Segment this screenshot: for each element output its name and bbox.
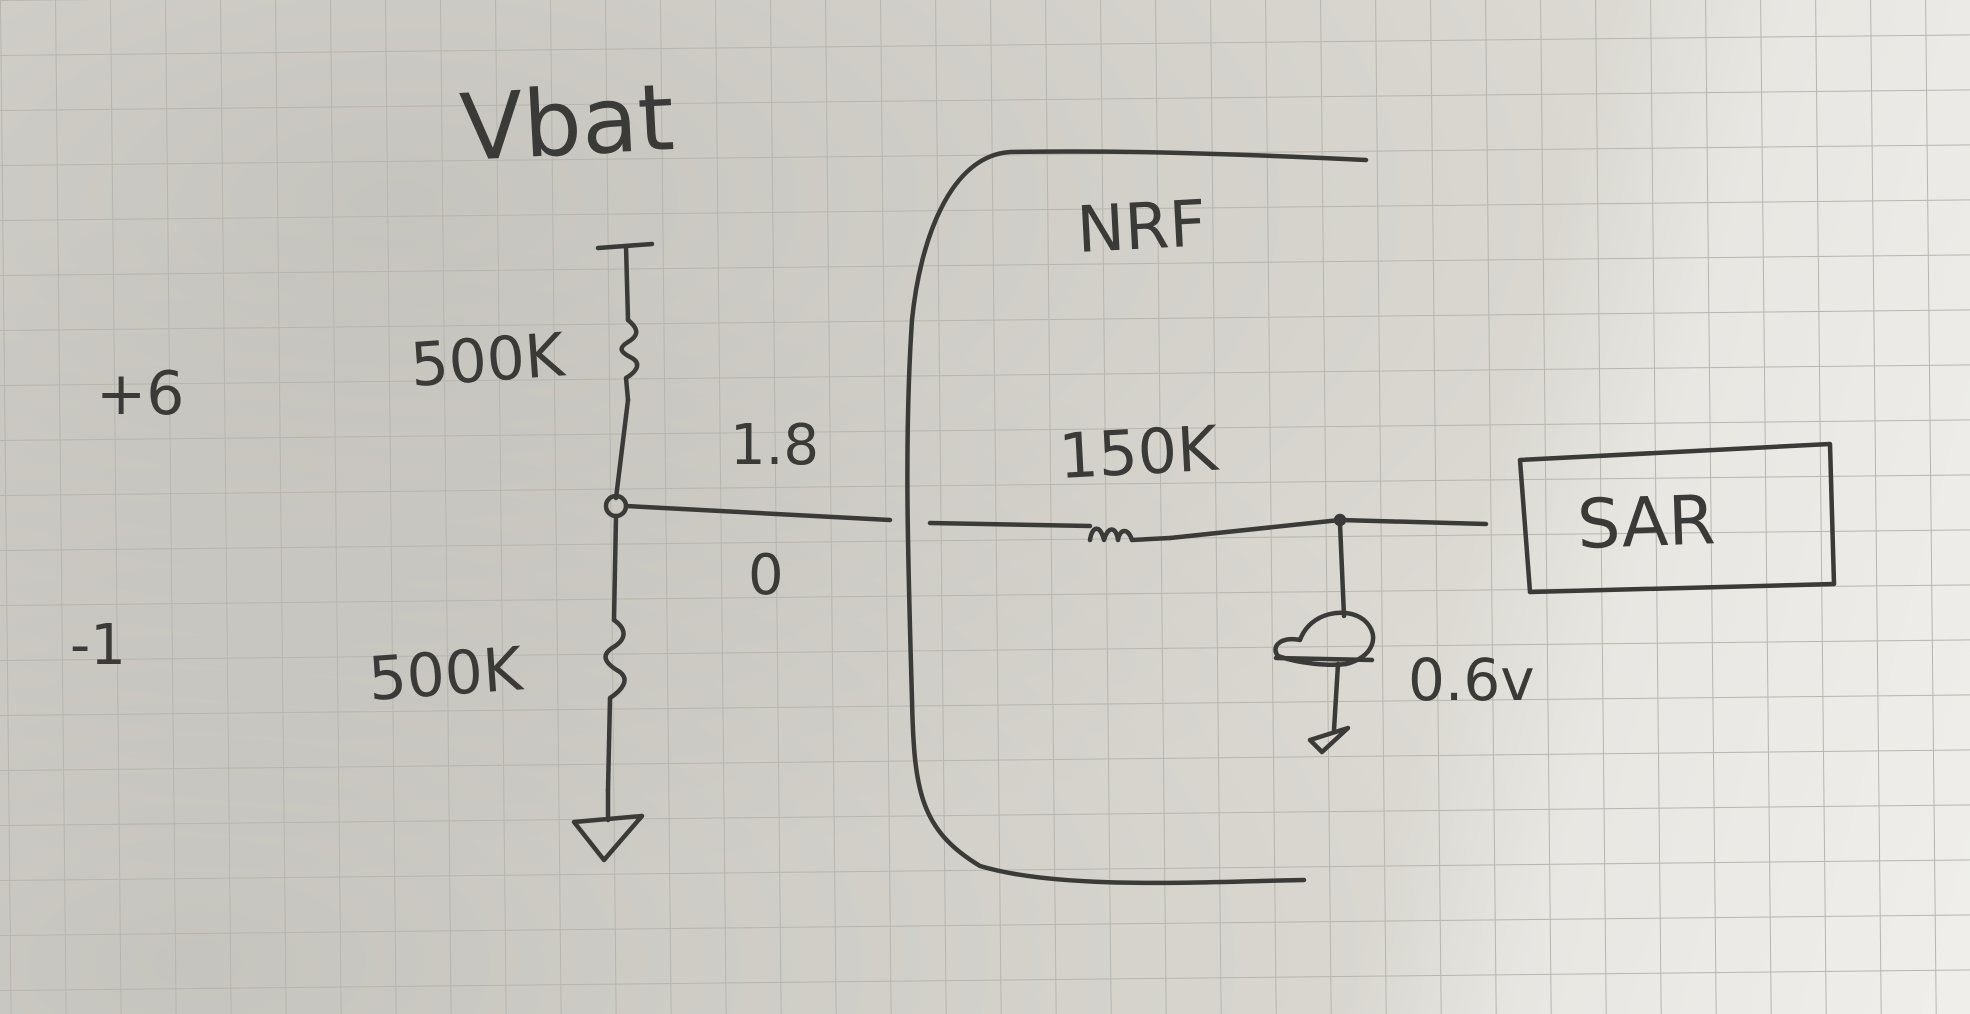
wire-to-sar [1337,517,1489,527]
chip-label: NRF [1075,187,1208,268]
node-voltage-top: 1.8 [730,413,819,478]
series-resistor [1087,526,1173,543]
supply-symbol [595,241,655,323]
lower-resistor [603,617,627,793]
ground-symbol-left [571,813,645,863]
sar-label: SAR [1576,481,1717,565]
lower-resistor-label: 500K [366,634,526,715]
upper-wire [613,397,631,501]
node-voltage-bottom: 0 [748,543,784,608]
chip-outline [905,149,1369,886]
diode-voltage-label: 0.6v [1408,646,1535,714]
ground-symbol-right [1307,725,1351,755]
series-resistor-label: 150K [1057,412,1221,493]
left-note-bottom: -1 [70,613,126,678]
vbat-label: Vbat [458,64,677,182]
diode-wire [1337,521,1347,619]
upper-resistor-label: 500K [408,320,568,401]
internal-wire-right [1167,517,1343,541]
left-note-top: +6 [96,359,184,429]
sar-block [1517,441,1837,595]
lower-wire [611,513,619,623]
reference-diode [1273,610,1376,667]
node-to-chip-wire [623,503,893,523]
upper-resistor [619,317,640,403]
internal-wire-left [927,520,1093,529]
